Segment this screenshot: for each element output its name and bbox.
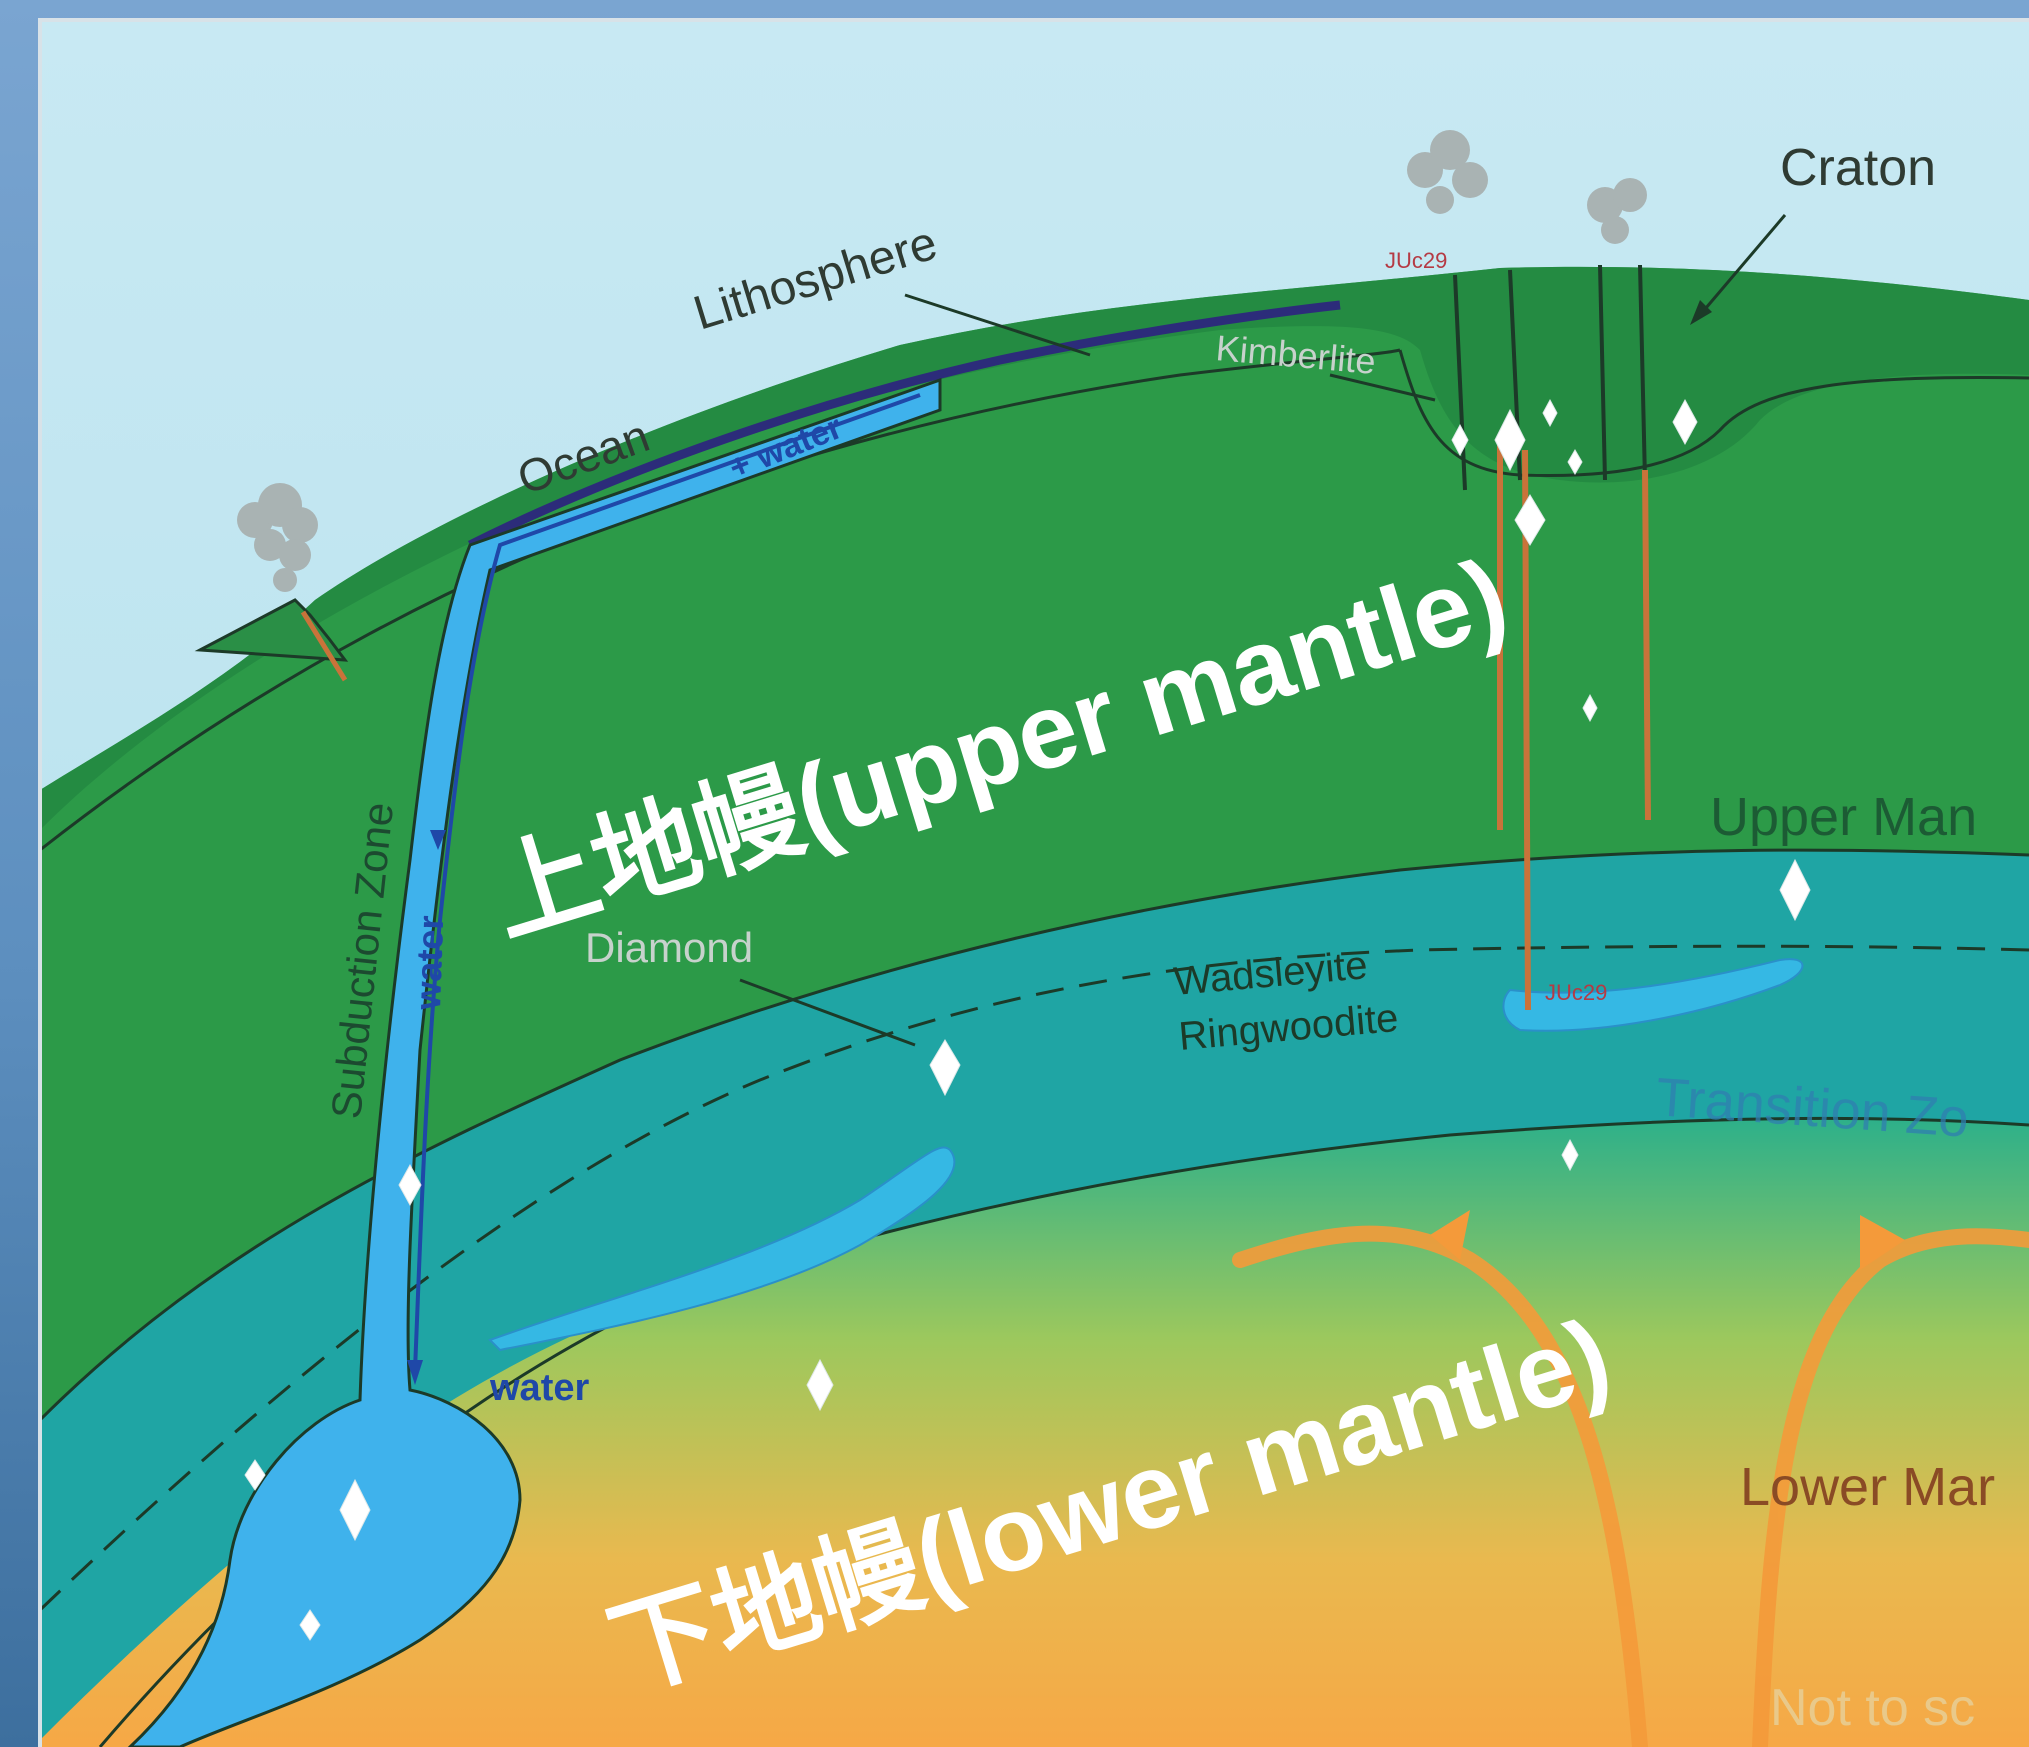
lithosphere-band [40, 266, 2029, 830]
label-juc29-top: JUc29 [1385, 248, 1447, 273]
smoke-left [237, 483, 318, 592]
plume-arrowhead-left [1430, 1210, 1470, 1260]
slab-flow-arrow [413, 393, 921, 1371]
slab-arrowhead-2 [407, 1360, 423, 1385]
label-diamond: Diamond [585, 924, 753, 971]
slab-arrowhead-1 [430, 830, 446, 850]
diamond-pointer [739, 978, 916, 1047]
label-not-to-scale: Not to sc [1770, 1679, 1975, 1737]
craton-pointer [1698, 214, 1787, 316]
water-pool-left [488, 1146, 956, 1352]
magma-conduits [1497, 440, 1651, 1011]
volcano-left [194, 598, 349, 662]
label-juc29-mid: JUc29 [1545, 980, 1607, 1005]
panel-border [38, 18, 2029, 1747]
craton-pointer-head [1690, 300, 1712, 325]
ocean-layer [467, 300, 1341, 550]
plume-arrowhead-right [1860, 1215, 1905, 1270]
diamonds [244, 398, 1811, 1641]
smoke-craton [1407, 130, 1647, 244]
water-pool-right [1502, 958, 1804, 1032]
wadsleyite-ringwoodite-boundary [40, 944, 2029, 1612]
transition-upper-boundary [40, 848, 2029, 1422]
label-upper-mantle: Upper Man [1710, 787, 1977, 847]
label-lower-mantle: Lower Mar [1740, 1457, 1995, 1517]
craton-outline [1398, 349, 2029, 478]
label-water-slab: water [407, 915, 451, 1011]
mantle-plumes [1232, 1225, 2029, 1747]
volcano-conduit-left [300, 610, 348, 682]
label-water-deep: water [489, 1367, 589, 1409]
lithosphere-pointer [904, 293, 1091, 357]
lower-mantle-region [40, 1118, 2029, 1747]
subduction-slab [127, 377, 942, 1747]
label-craton: Craton [1780, 139, 1936, 197]
kimberlite-pointer [1329, 373, 1436, 402]
